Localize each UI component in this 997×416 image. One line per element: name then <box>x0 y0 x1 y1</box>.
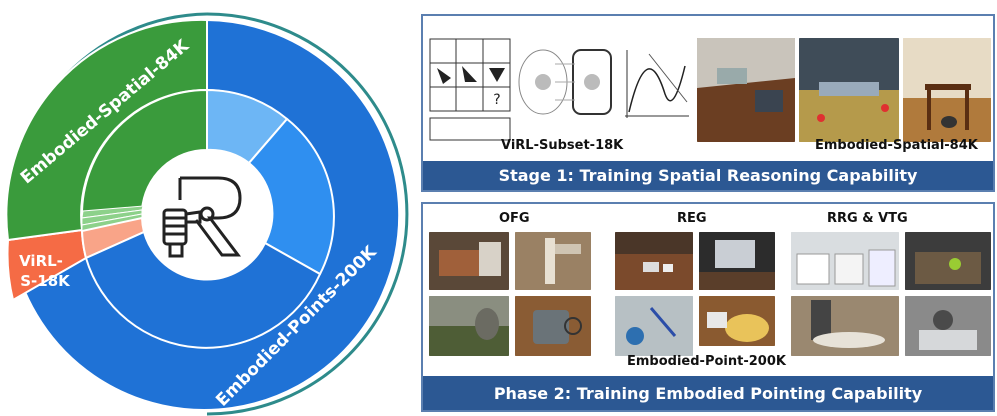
caption-reg: REG <box>677 211 707 226</box>
svg-text:?: ? <box>493 92 500 108</box>
caption-rrg-vtg: RRG & VTG <box>827 211 908 226</box>
rrg-image-3 <box>791 296 899 356</box>
caption-embodied-point: Embodied-Point-200K <box>627 354 786 369</box>
rrg-image-1 <box>791 232 899 290</box>
caption-ofg: OFG <box>499 211 530 226</box>
spatial-room-image-2 <box>799 38 899 142</box>
virl-cell-diagram-image <box>515 44 615 120</box>
segment-points-inner-2 <box>247 117 335 276</box>
center-disk <box>143 151 271 279</box>
stage1-panel: ? <box>421 14 995 192</box>
spatial-room-image-3 <box>903 38 991 142</box>
segment-virl-inner <box>80 216 146 260</box>
reg-image-1 <box>615 232 693 290</box>
ofg-image-1 <box>429 232 509 290</box>
rrg-image-4 <box>905 296 991 356</box>
virl-puzzle-image: ? <box>429 38 511 142</box>
robot-r-logo-icon <box>162 176 242 258</box>
segment-points-inner-3 <box>84 230 322 349</box>
caption-embodied-spatial: Embodied-Spatial-84K <box>815 138 978 153</box>
ofg-image-2 <box>515 232 591 290</box>
outer-ring <box>5 18 401 411</box>
spatial-room-image-1 <box>697 38 795 142</box>
stage2-banner: Phase 2: Training Embodied Pointing Capa… <box>423 376 993 410</box>
reg-image-3 <box>615 296 693 356</box>
reg-image-2 <box>699 232 775 290</box>
virl-function-plot-image <box>619 46 691 122</box>
ofg-image-3 <box>429 296 509 356</box>
label-virl-line1: ViRL- <box>19 252 63 270</box>
rrg-image-2 <box>905 232 991 290</box>
ofg-image-4 <box>515 296 591 356</box>
outer-ring-outline <box>206 12 409 416</box>
dataset-donut-diagram: Embodied-Spatial-84K ViRL- S-18K Embodie… <box>5 12 409 416</box>
caption-virl-subset: ViRL-Subset-18K <box>501 138 624 153</box>
stage1-banner: Stage 1: Training Spatial Reasoning Capa… <box>423 161 993 190</box>
reg-image-4 <box>699 296 775 346</box>
inner-ring <box>80 88 335 349</box>
label-virl-line2: S-18K <box>20 272 71 290</box>
segment-spatial-inner <box>80 88 208 220</box>
stage2-panel: OFG REG RRG & VTG Embodied-Point-200K Ph… <box>421 202 995 412</box>
